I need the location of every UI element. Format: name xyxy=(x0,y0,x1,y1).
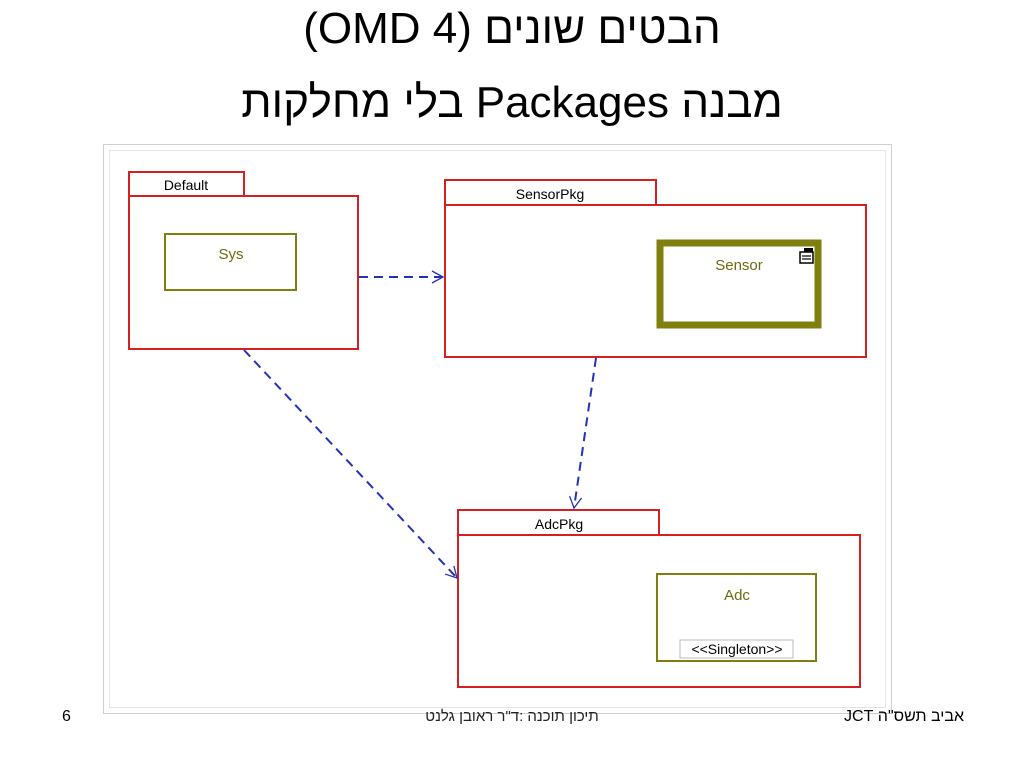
diagram-canvas-frame xyxy=(109,150,886,708)
class-sys[interactable]: Sys xyxy=(164,233,297,291)
dependency-default-to-adcpkg[interactable] xyxy=(243,349,458,579)
stereotype-label: <<Singleton>> xyxy=(691,641,782,657)
class-adc[interactable]: Adc <<Singleton>> xyxy=(656,573,817,662)
footer-author: תיכון תוכנה :ד"ר ראובן גלנט xyxy=(425,708,599,725)
active-class-icon xyxy=(799,248,814,264)
package-name: SensorPkg xyxy=(516,186,584,202)
package-name: Default xyxy=(164,177,208,193)
class-name: Sys xyxy=(218,246,243,263)
package-name: AdcPkg xyxy=(535,516,583,532)
class-box xyxy=(164,233,297,291)
dependency-sensorpkg-to-adcpkg[interactable] xyxy=(569,357,597,510)
package-tab xyxy=(444,179,657,206)
slide-page-number: 6 xyxy=(62,708,71,725)
stereotype-box xyxy=(679,639,794,659)
class-name: Adc xyxy=(724,587,750,604)
active-class-box xyxy=(656,239,822,329)
package-tab xyxy=(128,171,245,197)
slide-title-line-1: הבטים שונים (OMD 4) xyxy=(303,4,721,53)
slide-title-line-2: מבנה Packages בלי מחלקות xyxy=(241,78,783,127)
class-name: Sensor xyxy=(715,257,763,274)
class-sensor[interactable]: Sensor xyxy=(656,239,822,329)
footer-course: אביב תשס"ה JCT xyxy=(844,708,964,725)
